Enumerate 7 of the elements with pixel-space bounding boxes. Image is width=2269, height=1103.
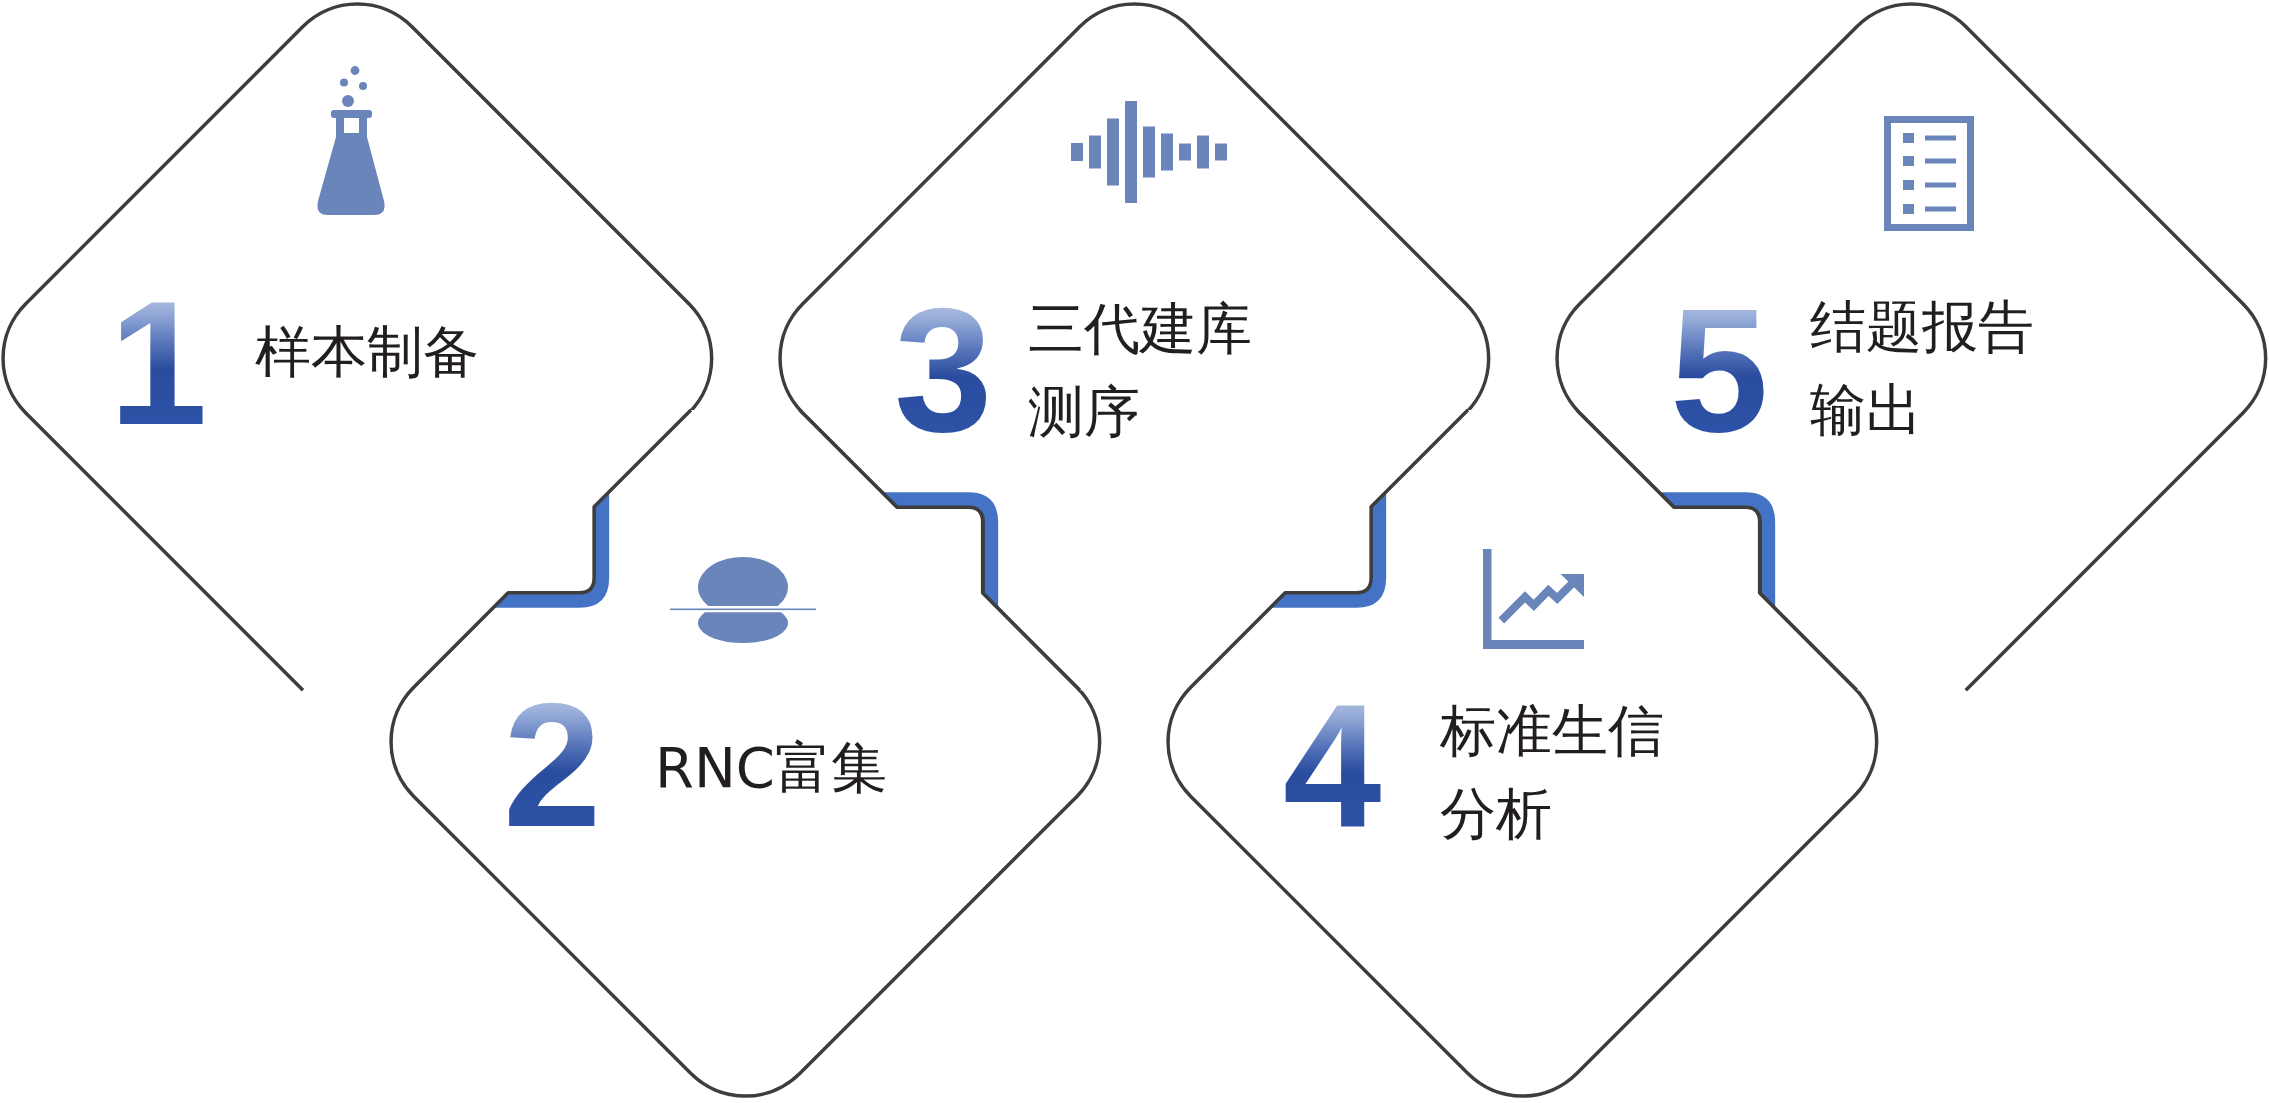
step-label: 标准生信分析 <box>1440 697 1665 848</box>
step-diamond <box>1554 1 2268 692</box>
step-label: 样本制备 <box>255 318 479 386</box>
step-label: RNC富集 <box>655 734 887 802</box>
step-label: 三代建库测序 <box>1028 295 1253 446</box>
step-label: 结题报告输出 <box>1810 293 2035 444</box>
step-diamond <box>777 1 1491 692</box>
